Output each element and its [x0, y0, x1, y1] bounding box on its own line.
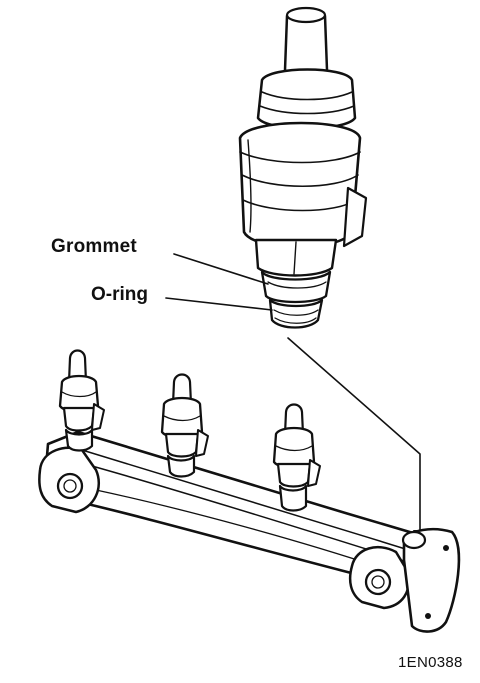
figure-code: 1EN0388 [398, 654, 463, 671]
o-ring [268, 298, 324, 329]
injector-hex-base [254, 238, 338, 277]
o-ring-label: O-ring [91, 284, 148, 305]
end-flange [402, 527, 461, 633]
grommet [260, 270, 332, 304]
rail-injector-3 [272, 403, 321, 512]
right-mount-hole [364, 568, 392, 596]
injector-body [238, 121, 362, 249]
flange-port [401, 530, 427, 550]
fuel-rail [38, 430, 461, 633]
oring-leader [165, 297, 273, 311]
connector-top [285, 6, 327, 24]
assembly-arrow-line [287, 337, 421, 539]
grommet-leader [173, 253, 269, 285]
left-mount-hole [56, 472, 84, 500]
grommet-label: Grommet [51, 236, 137, 257]
rail-injector-1 [58, 349, 105, 452]
large-injector [238, 6, 368, 329]
injector-side-tab [342, 186, 368, 248]
rail-injector-2 [160, 373, 209, 478]
